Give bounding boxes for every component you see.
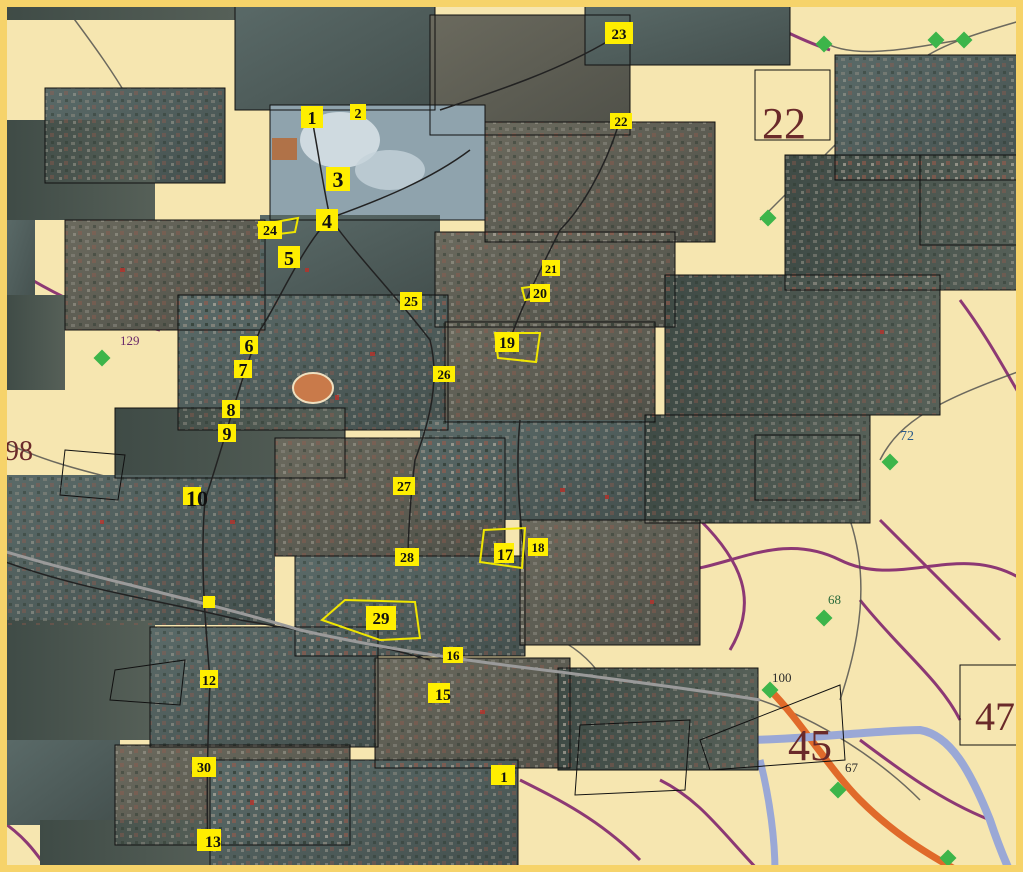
river (739, 725, 1014, 872)
marker-12: 12 (200, 670, 218, 689)
svg-text:26: 26 (438, 367, 452, 382)
svg-text:1: 1 (308, 108, 317, 128)
svg-text:3: 3 (333, 167, 344, 192)
svg-text:47: 47 (975, 694, 1015, 739)
marker-5: 5 (278, 246, 300, 270)
svg-text:5: 5 (284, 248, 294, 270)
marker-7: 7 (234, 360, 252, 380)
svg-text:18: 18 (532, 540, 546, 555)
svg-text:98: 98 (5, 436, 33, 467)
marker-14: 1 (491, 765, 515, 786)
svg-text:19: 19 (499, 335, 515, 352)
marker-4: 4 (316, 209, 338, 233)
tile-outlines (44, 0, 1023, 872)
marker-27: 27 (393, 477, 415, 495)
marker-9: 9 (218, 424, 236, 444)
base-labels: 22 45 47 72 98 129 68 67 100 (5, 99, 1015, 775)
stadium (292, 372, 334, 404)
marker-10: 10 (183, 486, 208, 511)
svg-text:22: 22 (762, 99, 806, 148)
svg-text:4: 4 (322, 211, 332, 233)
marker-23: 23 (605, 22, 633, 44)
svg-text:23: 23 (612, 27, 627, 43)
svg-text:68: 68 (828, 592, 841, 607)
site-markers: 1 2 3 4 5 6 7 8 9 10 12 13 15 16 17 18 1… (183, 22, 633, 851)
railway (0, 548, 761, 702)
building-markers (100, 268, 884, 805)
marker-22: 22 (610, 113, 632, 129)
svg-text:8: 8 (227, 400, 236, 420)
svg-text:1: 1 (500, 770, 508, 786)
svg-text:22: 22 (615, 114, 628, 129)
svg-text:16: 16 (447, 648, 461, 663)
marker-30: 30 (192, 757, 216, 777)
urban-texture (5, 55, 1023, 872)
marker-28: 28 (395, 548, 419, 566)
svg-text:29: 29 (373, 609, 390, 628)
marker-2: 2 (350, 104, 366, 122)
svg-text:28: 28 (400, 551, 414, 566)
river-branch (756, 759, 779, 872)
marker-24: 24 (258, 221, 282, 239)
svg-text:12: 12 (202, 674, 216, 689)
marker-15: 15 (428, 683, 451, 704)
svg-text:9: 9 (223, 424, 232, 444)
svg-text:21: 21 (545, 262, 557, 276)
svg-text:2: 2 (355, 107, 362, 122)
marker-26: 26 (433, 366, 455, 382)
svg-text:13: 13 (205, 834, 221, 851)
marker-16: 16 (443, 647, 463, 663)
svg-text:25: 25 (404, 295, 418, 310)
svg-text:15: 15 (435, 687, 451, 704)
marker-18: 18 (528, 538, 548, 556)
marker-20: 20 (530, 284, 550, 302)
marker-29: 29 (366, 606, 396, 630)
svg-text:6: 6 (245, 336, 254, 356)
marker-square-11 (203, 596, 215, 608)
svg-text:129: 129 (120, 333, 140, 348)
svg-text:24: 24 (263, 224, 277, 239)
base-nodes (93, 31, 973, 867)
marker-19: 19 (495, 332, 519, 352)
svg-text:72: 72 (900, 429, 914, 444)
svg-text:17: 17 (497, 547, 513, 564)
svg-text:10: 10 (186, 486, 208, 511)
svg-text:30: 30 (197, 761, 211, 776)
marker-8: 8 (222, 400, 240, 420)
svg-text:45: 45 (788, 721, 832, 770)
svg-text:67: 67 (845, 760, 859, 775)
marker-3: 3 (326, 167, 350, 192)
marker-6: 6 (240, 336, 258, 356)
highway (767, 687, 962, 872)
svg-text:20: 20 (533, 287, 547, 302)
school-ground (272, 138, 297, 160)
marker-25: 25 (400, 292, 422, 310)
marker-17: 17 (494, 543, 514, 564)
svg-text:100: 100 (772, 670, 792, 685)
marker-13: 13 (197, 829, 221, 851)
svg-text:27: 27 (397, 480, 411, 495)
marker-21: 21 (542, 260, 560, 276)
svg-text:7: 7 (239, 360, 248, 380)
marker-1: 1 (301, 106, 323, 128)
